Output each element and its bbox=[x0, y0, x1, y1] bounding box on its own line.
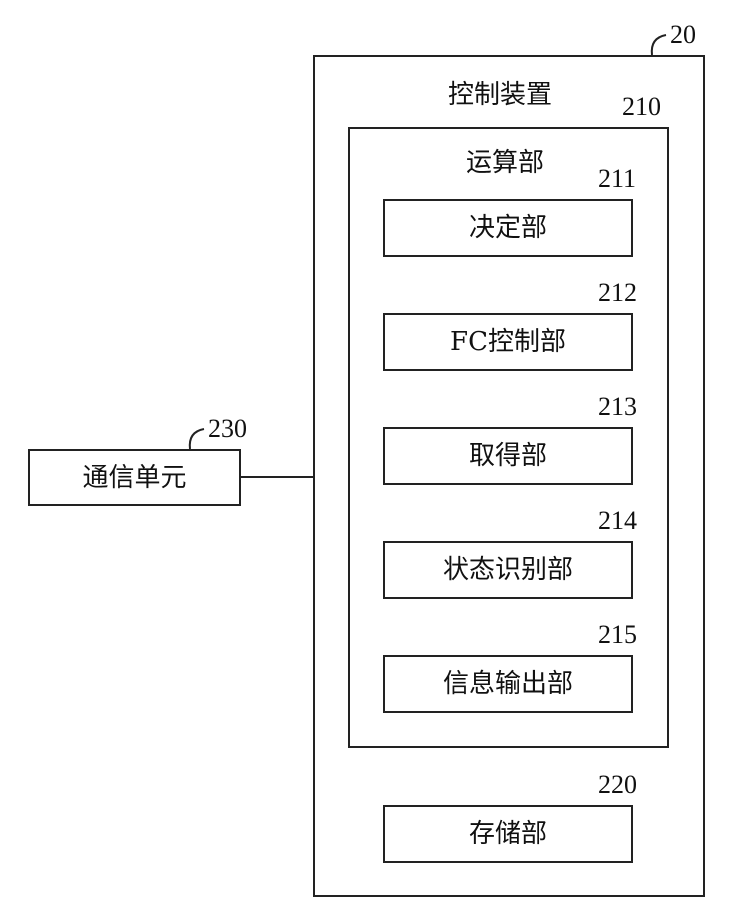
info-output-unit-box: 信息输出部 bbox=[383, 655, 633, 713]
storage-unit-box: 存储部 bbox=[383, 805, 633, 863]
state-recognition-unit-box: 状态识别部 bbox=[383, 541, 633, 599]
decision-unit-label: 决定部 bbox=[469, 215, 547, 241]
acquisition-unit-label: 取得部 bbox=[469, 443, 547, 469]
communication-unit-ref: 230 bbox=[208, 416, 247, 442]
computing-unit-ref: 210 bbox=[622, 94, 661, 120]
leader-230 bbox=[190, 429, 204, 449]
fc-control-unit-label: FC控制部 bbox=[450, 329, 566, 355]
acquisition-unit-ref: 213 bbox=[598, 394, 637, 420]
communication-unit-label: 通信单元 bbox=[82, 465, 186, 491]
computing-unit-label: 运算部 bbox=[466, 150, 544, 176]
communication-unit-box: 通信单元 bbox=[28, 449, 241, 506]
acquisition-unit-box: 取得部 bbox=[383, 427, 633, 485]
control-device-ref: 20 bbox=[670, 22, 696, 48]
fc-control-unit-ref: 212 bbox=[598, 280, 637, 306]
decision-unit-box: 决定部 bbox=[383, 199, 633, 257]
fc-control-unit-box: FC控制部 bbox=[383, 313, 633, 371]
decision-unit-ref: 211 bbox=[598, 166, 636, 192]
state-recognition-unit-label: 状态识别部 bbox=[443, 557, 573, 583]
storage-unit-ref: 220 bbox=[598, 772, 637, 798]
leader-20 bbox=[652, 35, 666, 55]
info-output-unit-ref: 215 bbox=[598, 622, 637, 648]
state-recognition-unit-ref: 214 bbox=[598, 508, 637, 534]
control-device-label: 控制装置 bbox=[448, 82, 552, 108]
storage-unit-label: 存储部 bbox=[469, 821, 547, 847]
info-output-unit-label: 信息输出部 bbox=[443, 671, 573, 697]
